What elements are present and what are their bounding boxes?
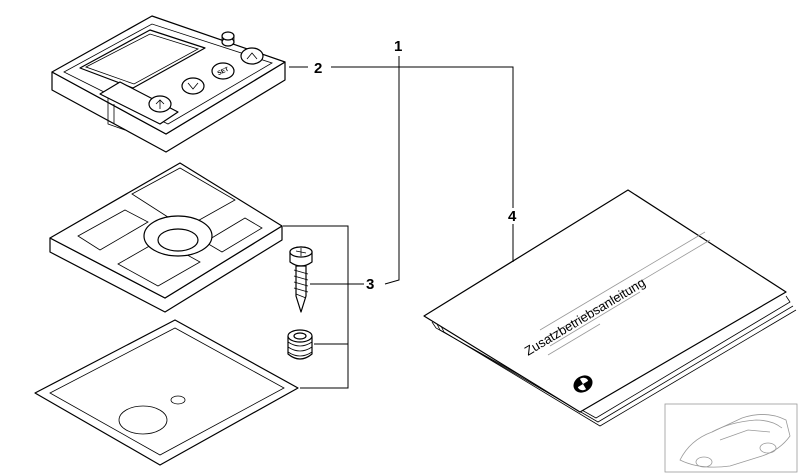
screw-icon: [289, 246, 313, 313]
mounting-frame-icon: [49, 162, 283, 313]
callout-1: 1: [394, 38, 402, 55]
callout-2: 2: [314, 60, 322, 77]
adhesive-pad-icon: [34, 319, 299, 466]
grommet-icon: [287, 329, 313, 360]
leader-lines: [283, 56, 514, 389]
bmw-logo-icon: [573, 375, 593, 393]
manual-booklet-icon: [423, 189, 797, 427]
callout-4: 4: [508, 208, 517, 225]
car-thumbnail-icon: [664, 403, 798, 473]
callout-3: 3: [366, 276, 374, 293]
display-unit-icon: [51, 15, 286, 153]
set-button-label: SET: [217, 67, 230, 78]
